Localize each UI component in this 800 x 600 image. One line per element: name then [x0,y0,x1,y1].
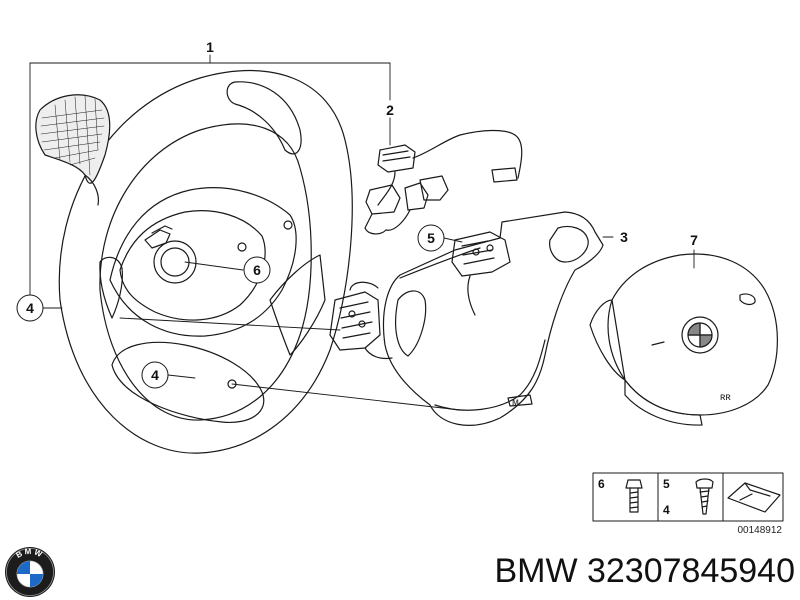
bolt-icon [625,479,643,513]
airbag-module [589,253,778,426]
callout-circles [16,224,445,389]
callout-5: 5 [427,230,435,246]
callout-4-inner: 4 [151,367,159,383]
multifunction-switch-right [451,231,511,316]
legend-item-5: 5 [663,477,670,491]
airbag-marking: ʀʀ [720,392,731,403]
spoke-marking: ᴍ [512,397,519,408]
clip-symbol-icon [727,482,781,513]
callout-7: 7 [690,232,698,248]
legend-item-6: 6 [598,477,605,491]
legend-item-4: 4 [663,503,670,517]
steering-wheel [35,69,353,454]
bmw-logo-icon: BMW [5,547,55,597]
callout-4-left: 4 [26,300,34,316]
wiring-harness [364,129,523,235]
part-number-caption: BMW 32307845940 [494,552,795,590]
callout-3: 3 [620,229,628,245]
callout-labels: 1 2 3 4 4 5 6 7 6 5 4 00148912 ʀʀ ᴍ [26,39,782,536]
diagram-code: 00148912 [738,525,783,536]
multifunction-switch-left [329,281,393,360]
fastener-legend [592,472,784,522]
screw-icon [695,478,714,515]
callout-6: 6 [253,262,261,278]
callout-1: 1 [206,39,214,55]
bmw-logo-lettering: BMW [14,547,45,560]
leader-lines [29,54,695,411]
steering-wheel-spoke-trim [382,211,604,426]
callout-2: 2 [386,102,394,118]
